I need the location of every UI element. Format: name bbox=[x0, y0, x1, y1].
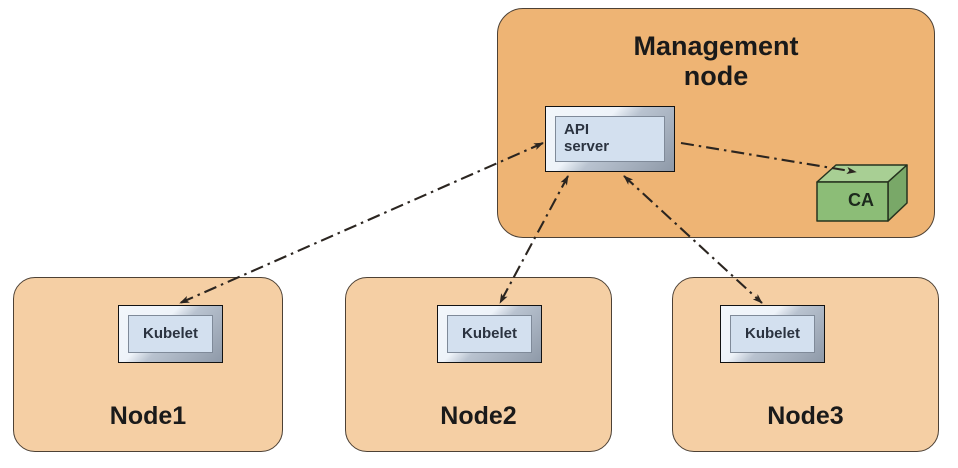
node-label-2: Node2 bbox=[440, 402, 517, 430]
api-server-box[interactable]: API server bbox=[545, 106, 675, 172]
kubelet-face-1 bbox=[128, 315, 213, 353]
node-box-3[interactable]: Node3 bbox=[672, 277, 939, 452]
api-server-label: API server bbox=[564, 121, 610, 155]
kubelet-face-2 bbox=[447, 315, 532, 353]
kubelet-box-1[interactable]: Kubelet bbox=[118, 305, 223, 363]
management-node-label: Management node bbox=[633, 31, 799, 92]
kubelet-box-3[interactable]: Kubelet bbox=[720, 305, 825, 363]
ca-box[interactable]: CA bbox=[816, 164, 908, 222]
node-label-1: Node1 bbox=[109, 402, 187, 430]
kubelet-face-3 bbox=[730, 315, 815, 353]
kubelet-label-3: Kubelet bbox=[744, 324, 800, 342]
node-box-2[interactable]: Node2 bbox=[345, 277, 612, 452]
ca-cuboid-icon bbox=[816, 164, 908, 222]
node-box-1[interactable]: Node1 bbox=[13, 277, 283, 452]
node-label-3: Node3 bbox=[767, 402, 844, 430]
kubelet-label-1: Kubelet bbox=[142, 324, 198, 342]
kubelet-label-2: Kubelet bbox=[461, 324, 517, 342]
api-server-face bbox=[555, 116, 665, 162]
kubelet-box-2[interactable]: Kubelet bbox=[437, 305, 542, 363]
